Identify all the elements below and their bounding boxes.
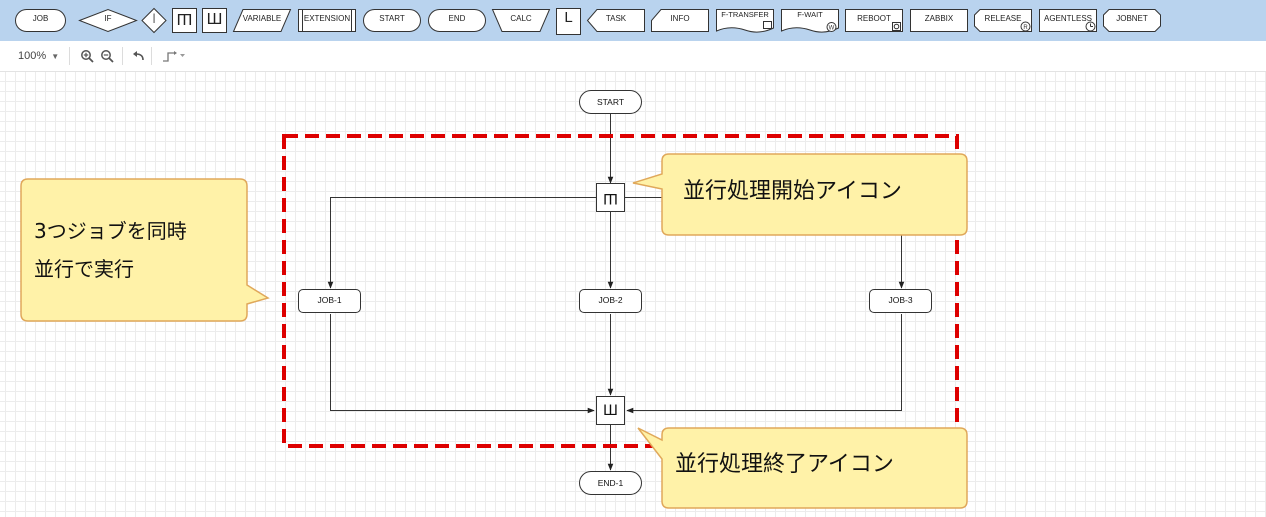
flow-connectors: [20, 113, 968, 509]
palette-f-wait[interactable]: W F-WAIT: [781, 0, 839, 41]
node-parallel-end[interactable]: Ш: [596, 396, 625, 425]
callout-left: [20, 178, 270, 322]
palette-agentless[interactable]: AGENTLESS: [1039, 0, 1097, 41]
zoom-in-icon[interactable]: [80, 48, 94, 64]
callout-parallel-start-text: 並行処理開始アイコン: [683, 179, 902, 204]
toolbar-divider: [122, 47, 123, 65]
toolbar-divider: [69, 47, 70, 65]
palette-f-transfer[interactable]: F-TRANSFER: [716, 0, 774, 41]
zoom-select[interactable]: 100% ▼: [18, 50, 60, 62]
palette-variable[interactable]: VARIABLE: [232, 0, 292, 41]
svg-text:W: W: [829, 26, 835, 32]
link-job1-to-parallel-end: [330, 314, 595, 414]
palette-parallel-start[interactable]: Ш: [172, 0, 197, 41]
palette-calc[interactable]: CALC: [491, 0, 551, 41]
node-parallel-start[interactable]: Ш: [596, 183, 625, 212]
node-job-2[interactable]: JOB-2: [579, 289, 642, 313]
node-end[interactable]: END-1: [579, 471, 642, 495]
zoom-out-icon[interactable]: [100, 48, 114, 64]
undo-icon[interactable]: [131, 48, 145, 64]
node-job-3[interactable]: JOB-3: [869, 289, 932, 313]
node-start[interactable]: START: [579, 90, 642, 114]
palette-start[interactable]: START: [363, 0, 421, 41]
icon-palette: JOB IF | Ш Ш VARIABLE EXTENSION START EN…: [0, 0, 1266, 42]
callout-parallel-start: [632, 153, 968, 236]
svg-text:R: R: [1023, 25, 1028, 31]
palette-if[interactable]: IF: [78, 0, 138, 41]
callout-left-text: 3つジョブを同時 並行で実行: [34, 219, 187, 281]
palette-jobnet[interactable]: JOBNET: [1103, 0, 1161, 41]
chevron-down-icon: ▼: [51, 52, 60, 61]
palette-info[interactable]: INFO: [651, 0, 709, 41]
connector-style-icon[interactable]: [161, 48, 187, 64]
toolbar-divider: [151, 47, 152, 65]
palette-extension[interactable]: EXTENSION: [298, 0, 356, 41]
callout-parallel-end: [637, 427, 968, 509]
link-job3-to-parallel-end: [626, 314, 902, 414]
palette-loop[interactable]: |: [141, 0, 167, 41]
parallel-highlight-frame: [282, 134, 959, 448]
palette-job[interactable]: JOB: [15, 0, 66, 41]
palette-last[interactable]: L: [556, 0, 581, 41]
edit-toolbar: 100% ▼: [0, 41, 1266, 72]
callout-parallel-end-text: 並行処理終了アイコン: [675, 452, 894, 477]
palette-end[interactable]: END: [428, 0, 486, 41]
palette-zabbix[interactable]: ZABBIX: [910, 0, 968, 41]
palette-parallel-end[interactable]: Ш: [202, 0, 227, 41]
palette-reboot[interactable]: REBOOT: [845, 0, 903, 41]
link-parallel-to-job1: [327, 197, 596, 289]
diagram-canvas[interactable]: START Ш JOB-1 JOB-2 JOB-3 Ш END-1 3つジョブを…: [0, 72, 1266, 517]
palette-task[interactable]: TASK: [586, 0, 645, 41]
node-job-1[interactable]: JOB-1: [298, 289, 361, 313]
palette-release[interactable]: R RELEASE: [974, 0, 1032, 41]
